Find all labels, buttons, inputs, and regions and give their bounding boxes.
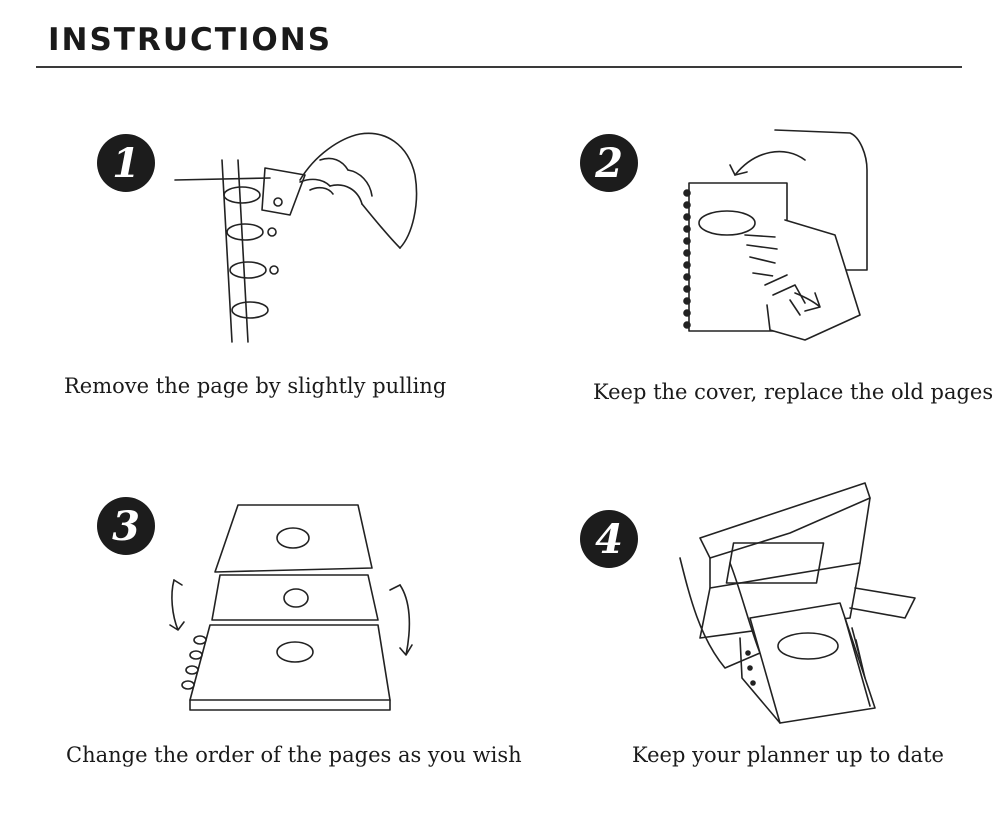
ring-binder-hand-pulling-page-icon [170,120,430,345]
page-title: INSTRUCTIONS [48,22,333,58]
step-2-caption: Keep the cover, replace the old pages [593,380,994,404]
printer-with-planner-icon [670,478,930,723]
notebook-replace-pages-icon [675,125,875,375]
title-divider [36,66,962,68]
stacked-numbered-pages-icon [160,500,430,725]
step-2-number-badge: 2 [580,134,638,192]
step-4-number-badge: 4 [580,510,638,568]
step-1-caption: Remove the page by slightly pulling [64,374,447,398]
step-3-number-badge: 3 [97,497,155,555]
step-4-caption: Keep your planner up to date [632,743,944,767]
step-1-number-badge: 1 [97,134,155,192]
step-3-caption: Change the order of the pages as you wis… [66,743,522,767]
